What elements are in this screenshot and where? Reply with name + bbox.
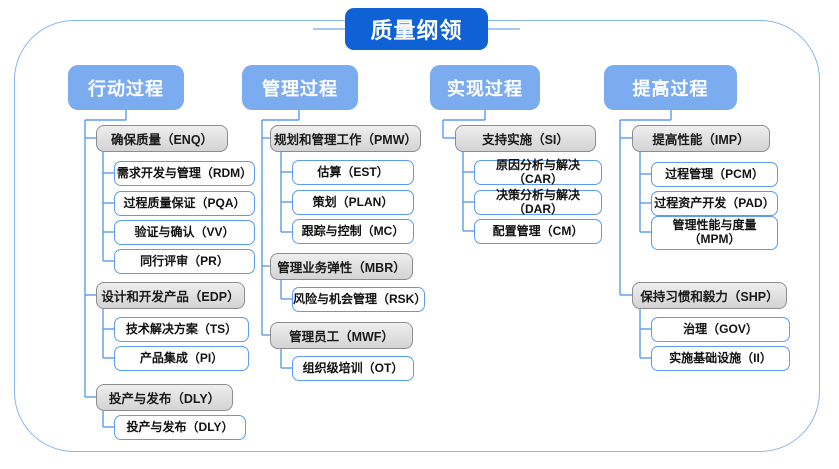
category-heading-implement[interactable]: 实现过程	[430, 65, 540, 110]
group-node-shp[interactable]: 保持习惯和毅力（SHP）	[632, 282, 787, 309]
leaf-node-rsk[interactable]: 风险与机会管理（RSK）	[292, 287, 426, 312]
leaf-node-pi[interactable]: 产品集成（PI）	[114, 346, 249, 371]
leaf-node-vv[interactable]: 验证与确认（VV）	[114, 220, 255, 245]
leaf-node-mc[interactable]: 跟踪与控制（MC）	[292, 219, 414, 244]
group-node-si[interactable]: 支持实施（SI）	[455, 125, 596, 152]
leaf-node-pqa[interactable]: 过程质量保证（PQA）	[114, 191, 255, 216]
group-node-dly[interactable]: 投产与发布（DLY）	[96, 384, 233, 411]
leaf-node-dar[interactable]: 决策分析与解决（DAR）	[474, 188, 602, 215]
leaf-node-plan[interactable]: 策划（PLAN）	[292, 190, 414, 215]
group-node-pmw[interactable]: 规划和管理工作（PMW）	[270, 125, 421, 152]
leaf-node-mpm[interactable]: 管理性能与度量（MPM）	[651, 216, 778, 250]
leaf-node-dly-child[interactable]: 投产与发布（DLY）	[114, 415, 246, 440]
leaf-node-rdm[interactable]: 需求开发与管理（RDM）	[114, 161, 255, 186]
leaf-node-pcm[interactable]: 过程管理（PCM）	[651, 162, 778, 187]
group-node-mbr[interactable]: 管理业务弹性（MBR）	[270, 253, 413, 280]
category-heading-manage[interactable]: 管理过程	[242, 65, 358, 110]
group-node-mwf[interactable]: 管理员工（MWF）	[270, 322, 413, 349]
group-node-enq[interactable]: 确保质量（ENQ）	[96, 125, 228, 152]
leaf-node-ii[interactable]: 实施基础设施（II）	[651, 346, 790, 371]
leaf-node-pad[interactable]: 过程资产开发（PAD）	[651, 191, 778, 216]
leaf-node-est[interactable]: 估算（EST）	[292, 160, 414, 185]
leaf-node-pr[interactable]: 同行评审（PR）	[114, 249, 255, 274]
category-heading-action[interactable]: 行动过程	[68, 65, 184, 110]
leaf-node-gov[interactable]: 治理（GOV）	[651, 317, 790, 342]
leaf-node-car[interactable]: 原因分析与解决（CAR）	[474, 158, 602, 185]
leaf-node-cm[interactable]: 配置管理（CM）	[474, 219, 602, 244]
group-node-edp[interactable]: 设计和开发产品（EDP）	[96, 282, 245, 309]
leaf-node-ts[interactable]: 技术解决方案（TS）	[114, 317, 249, 342]
category-heading-improve[interactable]: 提高过程	[604, 65, 737, 110]
group-node-imp[interactable]: 提高性能（IMP）	[632, 125, 770, 152]
root-node-title[interactable]: 质量纲领	[345, 8, 488, 50]
leaf-node-ot[interactable]: 组织级培训（OT）	[292, 356, 414, 381]
